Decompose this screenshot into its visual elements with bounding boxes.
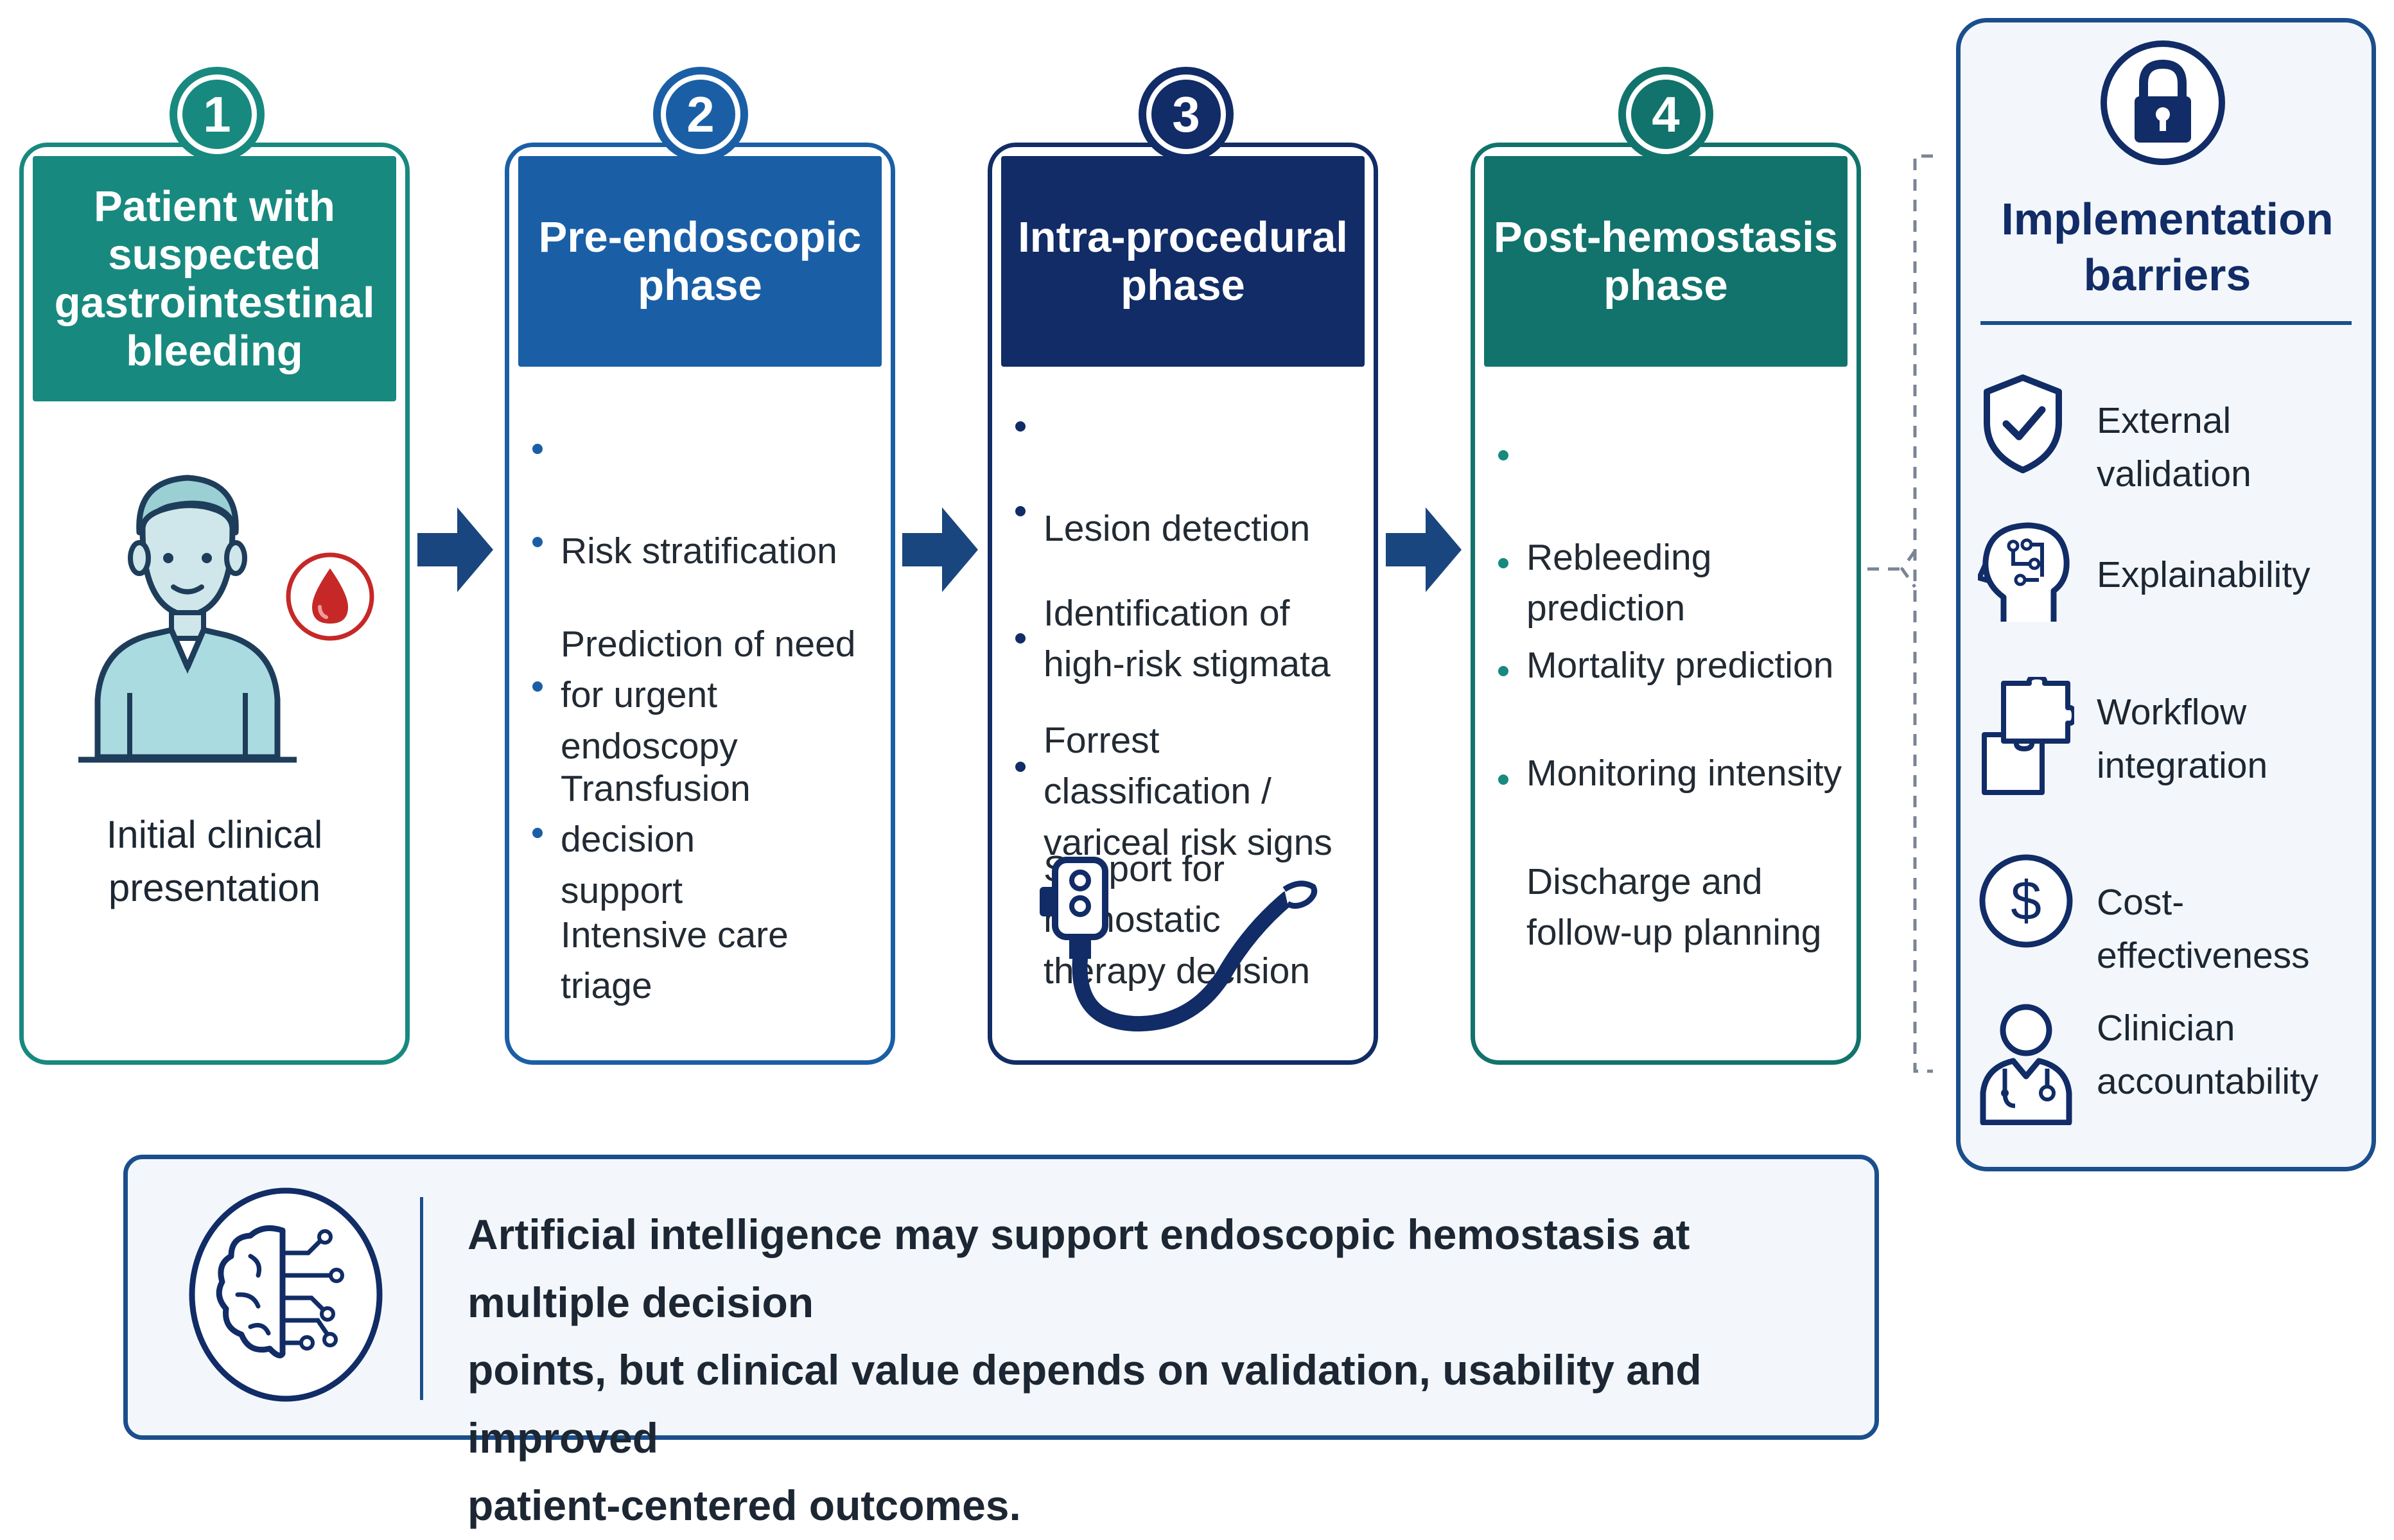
list-item: Discharge and follow-up planning	[1498, 754, 1821, 959]
lock-icon	[2101, 40, 2225, 165]
bullet-dot	[532, 681, 543, 692]
list-item: Lesion detection	[1015, 401, 1310, 554]
list-item: Identification of high-risk stigmata	[1015, 486, 1331, 690]
list-item: Monitoring intensity	[1498, 645, 1842, 799]
diagram-canvas: Patient with suspected gastrointestinal …	[19, 18, 2376, 1530]
phase-card-3: Intra-procedural phase Lesion detection …	[988, 143, 1378, 1065]
shield-check-icon	[1984, 374, 2062, 473]
head-circuit-icon	[1978, 522, 2070, 622]
phase-card-1: Patient with suspected gastrointestinal …	[19, 143, 410, 1065]
barrier-item-explainability: Explainability	[1978, 514, 2363, 629]
list-item: Rebleeding prediction	[1498, 430, 1858, 634]
bullet-dot	[1498, 774, 1508, 785]
bullet-dot	[532, 828, 543, 838]
list-item-text: Risk stratification	[561, 530, 837, 572]
endoscope-icon	[1040, 857, 1318, 1032]
bullet-dot	[1015, 633, 1026, 643]
phase-header-3: Intra-procedural phase	[1001, 156, 1365, 367]
phase-header-2: Pre-endoscopic phase	[518, 156, 882, 367]
list-item: Risk stratification	[532, 423, 837, 577]
list-item-text: Discharge and follow-up planning	[1526, 861, 1822, 954]
phase-card-4: Post-hemostasis phase Rebleeding predict…	[1471, 143, 1861, 1065]
phase-badge-1: 1	[170, 67, 265, 162]
list-item-text: Forrest classification / variceal risk s…	[1044, 719, 1332, 864]
list-item-text: Monitoring intensity	[1526, 752, 1842, 794]
barrier-item-workflow-integration: Workflow integration	[1978, 674, 2363, 803]
list-item-text: Rebleeding prediction	[1526, 536, 1712, 629]
bullet-dot	[1015, 762, 1026, 772]
barrier-label: Explainability	[2097, 554, 2311, 595]
barrier-item-clinician-accountability: Clinician accountability	[1978, 995, 2363, 1125]
list-item-text: Transfusion decision support	[561, 767, 751, 912]
bullet-dot	[1015, 506, 1026, 516]
list-item: Forrest classification / variceal risk s…	[1015, 613, 1375, 869]
phase-title-1: Patient with suspected gastrointestinal …	[54, 182, 375, 376]
list-item: Transfusion decision support	[532, 661, 879, 917]
ai-brain-icon	[189, 1187, 383, 1402]
bullet-dot	[1498, 666, 1508, 676]
list-item-text: Support for hemostatic therapy decision	[1044, 848, 1311, 992]
barrier-item-cost-effectiveness: $ Cost-effectiveness	[1978, 848, 2363, 976]
bullet-dot	[532, 537, 543, 547]
list-item: Prediction of need for urgent endoscopy	[532, 516, 879, 773]
list-item: Mortality prediction	[1498, 538, 1833, 691]
phase-title-2: Pre-endoscopic phase	[538, 213, 862, 310]
summary-text: Artificial intelligence may support endo…	[467, 1211, 1702, 1530]
phase-badge-2: 2	[653, 67, 748, 162]
phase-header-4: Post-hemostasis phase	[1484, 156, 1848, 367]
phase-number-2: 2	[666, 80, 735, 149]
phase-title-3: Intra-procedural phase	[1018, 213, 1348, 310]
phase-badge-3: 3	[1139, 67, 1234, 162]
phase-number-1: 1	[182, 80, 252, 149]
phase-badge-4: 4	[1618, 67, 1713, 162]
barrier-label: External validation	[2097, 400, 2251, 494]
phase-header-1: Patient with suspected gastrointestinal …	[33, 156, 396, 401]
list-item: Intensive care triage	[532, 807, 879, 1012]
bullet-dot	[1498, 450, 1508, 460]
phase-title-4: Post-hemostasis phase	[1493, 213, 1839, 310]
summary-divider	[420, 1197, 423, 1400]
bullet-dot	[1498, 558, 1508, 568]
list-item-text: Prediction of need for urgent endoscopy	[561, 623, 856, 767]
dollar-icon: $	[1979, 854, 2073, 948]
flow-arrow-3	[1386, 507, 1462, 592]
list-item-text: Intensive care triage	[561, 914, 789, 1007]
barrier-label: Workflow integration	[2097, 692, 2268, 786]
puzzle-icon	[1982, 677, 2074, 795]
barriers-title: Implementation barriers	[2001, 194, 2334, 300]
list-item-text: Mortality prediction	[1526, 644, 1834, 686]
bullet-dot	[1015, 421, 1026, 432]
phase-number-3: 3	[1151, 80, 1221, 149]
flow-arrow-1	[417, 507, 493, 592]
list-item-text: Lesion detection	[1044, 507, 1311, 549]
summary-box	[123, 1155, 1879, 1440]
phase-caption-1: Initial clinical presentation	[106, 813, 323, 909]
barrier-label: Cost-effectiveness	[2097, 882, 2310, 976]
barriers-divider	[1980, 321, 2352, 325]
blood-drop-icon	[286, 552, 374, 641]
phase-number-4: 4	[1631, 80, 1700, 149]
barrier-label: Clinician accountability	[2097, 1008, 2319, 1102]
phase-card-2: Pre-endoscopic phase Risk stratification…	[505, 143, 895, 1065]
bullet-dot	[532, 444, 543, 454]
list-item-text: Identification of high-risk stigmata	[1044, 592, 1331, 685]
flow-arrow-2	[902, 507, 978, 592]
patient-icon	[78, 475, 297, 763]
doctor-icon	[1980, 1004, 2072, 1125]
list-item: Support for hemostatic therapy decision	[1015, 741, 1375, 997]
barrier-bracket	[1867, 154, 1933, 1073]
svg-text:$: $	[2011, 870, 2041, 932]
barrier-item-external-validation: External validation	[1978, 366, 2363, 494]
